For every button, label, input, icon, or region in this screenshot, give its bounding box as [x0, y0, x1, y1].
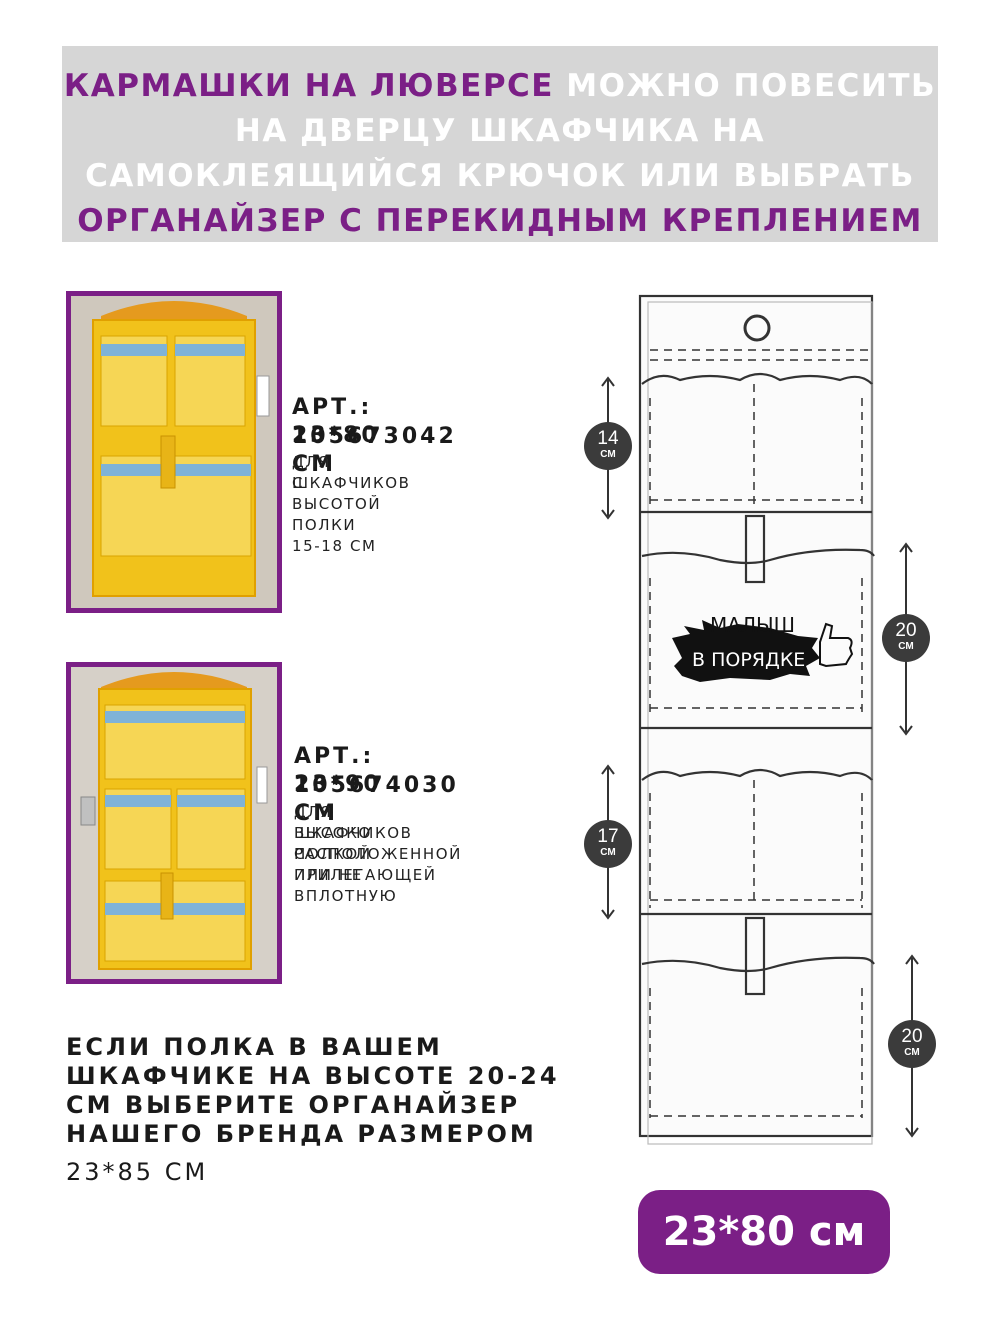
logo-line-1: МАЛЫШ [710, 613, 795, 637]
logo-line-2: В ПОРЯДКЕ [692, 649, 805, 671]
product-2-desc-line-3: ПОЛКОЙ ИЛИ НЕ [294, 845, 372, 884]
bottom-note-line-2: ШКАФЧИКЕ НА ВЫСОТЕ 20-24 [66, 1062, 560, 1090]
dimension-value: 20 [901, 1026, 923, 1047]
product-photo-1 [66, 291, 282, 613]
header-banner: КАРМАШКИ НА ЛЮВЕРСЕ МОЖНО ПОВЕСИТЬ НА ДВ… [62, 46, 938, 284]
dimension-badge: 14 СМ [584, 422, 632, 470]
dimension-value: 17 [597, 826, 619, 847]
header-plain-1: МОЖНО ПОВЕСИТЬ НА ДВЕРЦУ ШКАФЧИКА НА САМ… [85, 68, 937, 194]
product-1-desc-line-2: С ВЫСОТОЙ ПОЛКИ 15-18 СМ [292, 474, 382, 555]
dimension-badge: 20 СМ [888, 1020, 936, 1068]
dimension-unit: СМ [898, 641, 914, 652]
product-2-desc-line-1: ДЛЯ ШКАФЧИКОВ С [294, 803, 413, 863]
header-text: КАРМАШКИ НА ЛЮВЕРСЕ МОЖНО ПОВЕСИТЬ НА ДВ… [62, 64, 938, 289]
product-photo-2 [66, 662, 282, 984]
bottom-note: ЕСЛИ ПОЛКА В ВАШЕМ ШКАФЧИКЕ НА ВЫСОТЕ 20… [66, 1033, 586, 1149]
organizer-sketch: МАЛЫШ В ПОРЯДКЕ [638, 294, 875, 1145]
product-1-desc-line-1: ДЛЯ ШКАФЧИКОВ [292, 453, 411, 492]
product-2-desc-line-4: ПРИЛЕГАЮЩЕЙ ВПЛОТНУЮ [294, 866, 437, 905]
dimension-badge: 20 СМ [882, 614, 930, 662]
size-badge: 23*80 см [638, 1190, 890, 1274]
header-highlight-1: КАРМАШКИ НА ЛЮВЕРСЕ [63, 68, 554, 104]
bottom-size: 23*85 СМ [66, 1158, 209, 1186]
organizer-photo-illustration-2 [71, 667, 277, 979]
product-1-size: 23*80 СМ [292, 423, 380, 477]
brand-logo: МАЛЫШ В ПОРЯДКЕ [672, 613, 854, 682]
dimension-value: 20 [895, 620, 917, 641]
bottom-note-line-3: СМ ВЫБЕРИТЕ ОРГАНАЙЗЕР [66, 1091, 521, 1119]
product-2-desc-line-2: ВЫСОКО РАСПОЛОЖЕННОЙ [294, 824, 462, 863]
organizer-photo-illustration [71, 296, 277, 608]
organizer-diagram: МАЛЫШ В ПОРЯДКЕ [620, 288, 890, 1172]
header-plain-2: НАШЕГО БРЕНДА [334, 248, 666, 284]
product-2-size: 23*90 СМ [294, 772, 382, 826]
thumbs-up-icon [819, 622, 854, 668]
product-2-article: АРТ.: 105674030 [294, 744, 459, 798]
dimension-value: 14 [597, 428, 619, 449]
bottom-note-line-1: ЕСЛИ ПОЛКА В ВАШЕМ [66, 1033, 443, 1061]
product-1-article: АРТ.: 105673042 [292, 395, 457, 449]
dimension-unit: СМ [904, 1047, 920, 1058]
dimension-badge: 17 СМ [584, 820, 632, 868]
dimension-unit: СМ [600, 847, 616, 858]
bottom-note-line-4: НАШЕГО БРЕНДА РАЗМЕРОМ [66, 1120, 537, 1148]
dimension-unit: СМ [600, 449, 616, 460]
header-highlight-2: ОРГАНАЙЗЕР С ПЕРЕКИДНЫМ КРЕПЛЕНИЕМ [77, 203, 923, 239]
